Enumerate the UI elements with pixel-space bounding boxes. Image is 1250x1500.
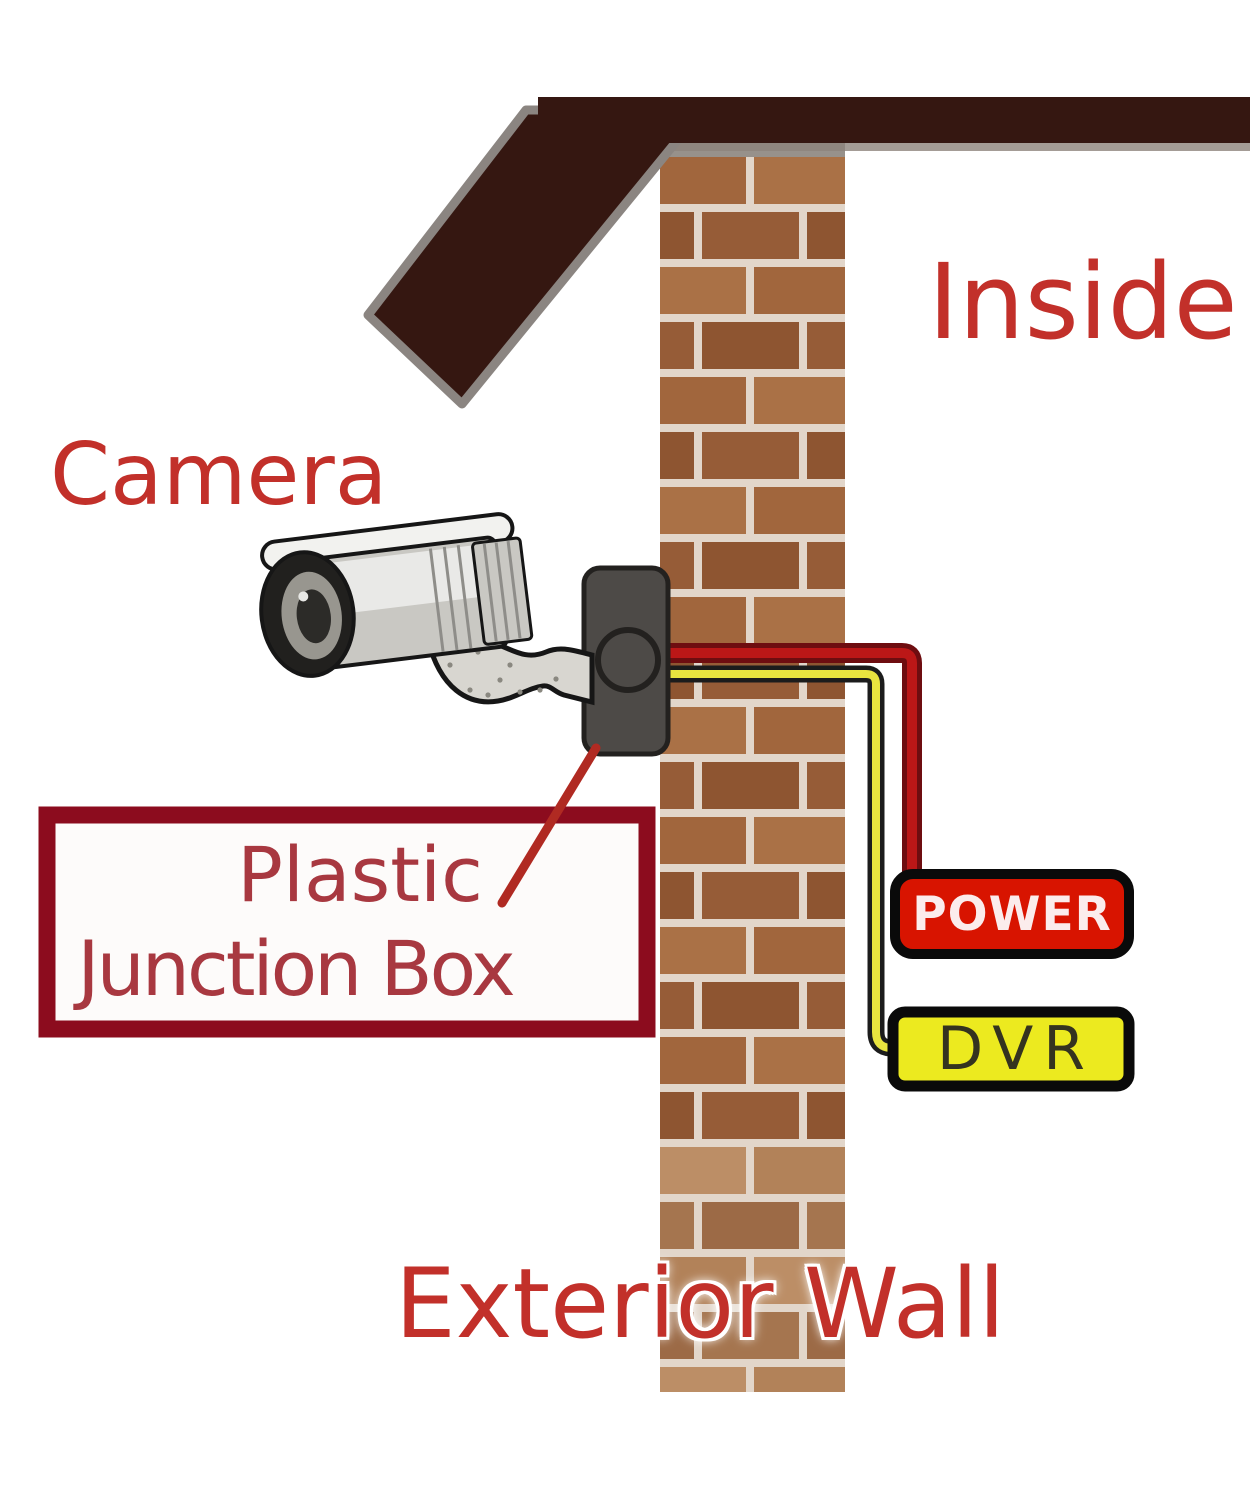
brick xyxy=(660,1147,746,1194)
brick xyxy=(660,762,694,809)
arm-speckle xyxy=(467,687,473,693)
brick xyxy=(702,982,799,1029)
arm-speckle xyxy=(537,687,543,693)
exterior-wall-label: Exterior Wall xyxy=(395,1248,1005,1360)
brick xyxy=(807,542,845,589)
brick xyxy=(754,597,845,644)
brick xyxy=(702,322,799,369)
roof xyxy=(363,97,1250,409)
camera-body-ridges xyxy=(428,540,522,653)
dvr-label: DVR xyxy=(937,1014,1095,1084)
camera-lens xyxy=(296,589,331,644)
camera-body-group xyxy=(259,512,534,678)
roof-shadow-strip xyxy=(597,141,1250,151)
brick xyxy=(807,1202,845,1249)
brick xyxy=(660,597,746,644)
junction-label-box xyxy=(38,806,656,1038)
dvr-box xyxy=(887,1006,1135,1092)
camera-lens-glint xyxy=(298,591,309,602)
brick xyxy=(702,1312,799,1359)
brick xyxy=(702,212,799,259)
brick xyxy=(754,157,845,204)
brick xyxy=(702,542,799,589)
inside-label: Inside xyxy=(928,241,1238,363)
arm-speckle xyxy=(553,676,559,682)
brick xyxy=(702,872,799,919)
roof-band xyxy=(538,97,1250,143)
arm-speckle xyxy=(497,677,503,683)
brick xyxy=(754,267,845,314)
brick xyxy=(702,762,799,809)
brick xyxy=(807,322,845,369)
power-wire xyxy=(664,643,922,876)
brick xyxy=(660,1367,746,1392)
brick xyxy=(702,1092,799,1139)
arm-speckle xyxy=(485,692,491,698)
brick xyxy=(660,1037,746,1084)
brick xyxy=(660,817,746,864)
brick xyxy=(754,1037,845,1084)
dvr-wire xyxy=(664,665,897,1057)
junction-label-line2: Junction Box xyxy=(77,924,516,1013)
junction-box-knockout xyxy=(595,627,661,693)
arm-speckle xyxy=(517,689,523,695)
brick xyxy=(660,267,746,314)
camera-label: Camera xyxy=(50,425,388,525)
brick xyxy=(807,982,845,1029)
brick xyxy=(754,817,845,864)
brick xyxy=(807,212,845,259)
callout-line xyxy=(497,743,601,908)
brick xyxy=(754,1257,845,1304)
brick xyxy=(660,1092,694,1139)
brick xyxy=(660,707,746,754)
brick xyxy=(660,872,694,919)
brick xyxy=(660,377,746,424)
brick xyxy=(807,1092,845,1139)
junction-label-line1: Plastic xyxy=(237,830,483,919)
brick xyxy=(807,1312,845,1359)
power-label: POWER xyxy=(912,886,1112,942)
arm-speckle xyxy=(447,662,453,668)
brick xyxy=(660,432,694,479)
brick-pattern xyxy=(660,157,845,1392)
roof-beam xyxy=(363,105,707,409)
junction-box xyxy=(581,565,671,757)
brick xyxy=(660,1312,694,1359)
brick xyxy=(807,762,845,809)
brick xyxy=(807,872,845,919)
brick xyxy=(660,487,746,534)
brick xyxy=(660,1257,746,1304)
brick xyxy=(754,377,845,424)
brick xyxy=(702,432,799,479)
brick xyxy=(660,322,694,369)
arm-speckle xyxy=(507,662,513,668)
brick-wall xyxy=(660,143,845,1392)
brick xyxy=(754,707,845,754)
brick xyxy=(660,157,746,204)
brick xyxy=(754,927,845,974)
brick xyxy=(754,487,845,534)
brick xyxy=(660,982,694,1029)
brick xyxy=(660,927,746,974)
camera-illustration xyxy=(259,512,595,706)
brick xyxy=(660,212,694,259)
brick xyxy=(807,432,845,479)
brick xyxy=(702,1202,799,1249)
power-box xyxy=(890,869,1134,959)
brick xyxy=(754,1367,845,1392)
brick xyxy=(754,1147,845,1194)
brick xyxy=(660,1202,694,1249)
